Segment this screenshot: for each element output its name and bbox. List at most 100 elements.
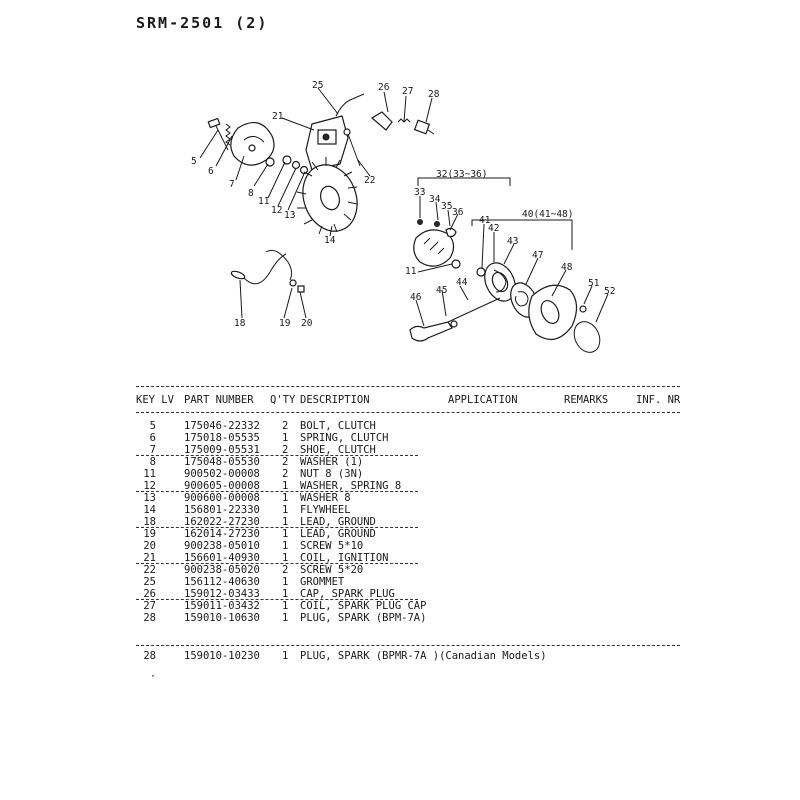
callout-34: 34: [429, 194, 441, 205]
row-key: 14: [143, 504, 156, 516]
stray-mark: ·: [150, 671, 157, 682]
spring-washer-part: [291, 160, 301, 170]
row-qty: 1: [282, 588, 289, 600]
row-description: COIL, SPARK PLUG CAP: [300, 600, 427, 612]
row-description: SCREW 5*10: [300, 540, 364, 552]
row-part-number: 900238-05020: [184, 564, 260, 576]
col-header-inf-nr: INF. NR: [636, 394, 681, 406]
callout-14: 14: [324, 235, 336, 246]
exploded-parts-diagram: 25 26 27 28 21 5 6 7 8 11 12 13 22 14 32…: [191, 80, 615, 353]
callout-40: 40(41~48): [522, 209, 573, 220]
row-description: WASHER 8: [300, 492, 351, 504]
row-qty: 1: [282, 504, 289, 516]
starter-handle-part: [409, 320, 458, 342]
callout-28: 28: [428, 89, 440, 100]
row-part-number: 900502-00008: [184, 468, 260, 480]
clutch-bolt-part: [207, 117, 229, 151]
row-key: 18: [143, 516, 156, 528]
row-part-number: 900238-05010: [184, 540, 260, 552]
row-qty: 1: [282, 516, 289, 528]
row-part-number: 159012-03433: [184, 588, 260, 600]
row-part-number: 175046-22332: [184, 420, 260, 432]
table-section-rule: [136, 645, 680, 646]
row-key: 21: [143, 552, 156, 564]
callout-13: 13: [284, 210, 295, 221]
callout-18: 18: [234, 318, 246, 329]
row-description: NUT 8 (3N): [300, 468, 364, 480]
row-description: GROMMET: [300, 576, 345, 588]
callout-45: 45: [436, 285, 447, 296]
row-part-number: 900605-00008: [184, 480, 260, 492]
row-part-number: 156112-40630: [184, 576, 260, 588]
row-description: COIL, IGNITION: [300, 552, 389, 564]
starter-rope-part: [447, 297, 501, 323]
row-qty: 1: [282, 492, 289, 504]
row-part-number: 156601-40930: [184, 552, 260, 564]
callout-33: 33: [414, 187, 425, 198]
col-header-key-lv: KEY LV: [136, 394, 174, 406]
row-qty: 2: [282, 468, 289, 480]
row-part-number: 159011-03432: [184, 600, 260, 612]
col-header-part-number: PART NUMBER: [184, 394, 254, 406]
row-description: SCREW 5*20: [300, 564, 364, 576]
row-qty: 2: [282, 444, 289, 456]
callout-22: 22: [364, 175, 375, 186]
row-description: BOLT, CLUTCH: [300, 420, 376, 432]
row-qty: 1: [282, 600, 289, 612]
callout-48: 48: [561, 262, 573, 273]
callout-41: 41: [479, 215, 491, 226]
row-qty: 2: [282, 420, 289, 432]
callout-21: 21: [272, 111, 284, 122]
row-key: 27: [143, 600, 156, 612]
row-part-number: 159010-10630: [184, 612, 260, 624]
grommet-lead-part: [335, 93, 365, 117]
callout-52: 52: [604, 286, 615, 297]
col-header-remarks: REMARKS: [564, 394, 609, 406]
callout-5: 5: [191, 156, 197, 167]
row-key: 22: [143, 564, 156, 576]
row-qty: 1: [282, 612, 289, 624]
table-row: 27 159011-03432 1 COIL, SPARK PLUG CAP: [136, 600, 556, 612]
callout-11-right: 11: [405, 266, 417, 277]
row-part-number: 156801-22330: [184, 504, 260, 516]
ignition-coil-part: [305, 115, 349, 171]
row-description: SHOE, CLUTCH: [300, 444, 376, 456]
callout-11: 11: [258, 196, 270, 207]
seal-ring-part: [573, 321, 601, 353]
ground-lead-part: [230, 249, 305, 293]
row-qty: 1: [282, 540, 289, 552]
row-description: PLUG, SPARK (BPMR-7A )(Canadian Models): [300, 650, 547, 662]
row-qty: 1: [282, 480, 289, 492]
washer-8-part: [299, 165, 309, 175]
row-key: 26: [143, 588, 156, 600]
row-qty: 1: [282, 432, 289, 444]
spark-plug-cap-part: [370, 111, 393, 131]
callout-27: 27: [402, 86, 413, 97]
row-key: 7: [149, 444, 156, 456]
callout-8: 8: [248, 188, 254, 199]
callout-26: 26: [378, 82, 390, 93]
callout-20: 20: [301, 318, 313, 329]
callout-46: 46: [410, 292, 422, 303]
row-description: WASHER (1): [300, 456, 364, 468]
callout-43: 43: [507, 236, 518, 247]
table-header-rule: [136, 412, 680, 413]
callout-6: 6: [208, 166, 214, 177]
callout-12: 12: [271, 205, 282, 216]
starter-case-part: [528, 284, 578, 341]
callout-32: 32(33~36): [436, 169, 487, 180]
clutch-spring-part: [225, 123, 231, 146]
row-part-number: 162014-27230: [184, 528, 260, 540]
row-key: 25: [143, 576, 156, 588]
row-qty: 2: [282, 456, 289, 468]
